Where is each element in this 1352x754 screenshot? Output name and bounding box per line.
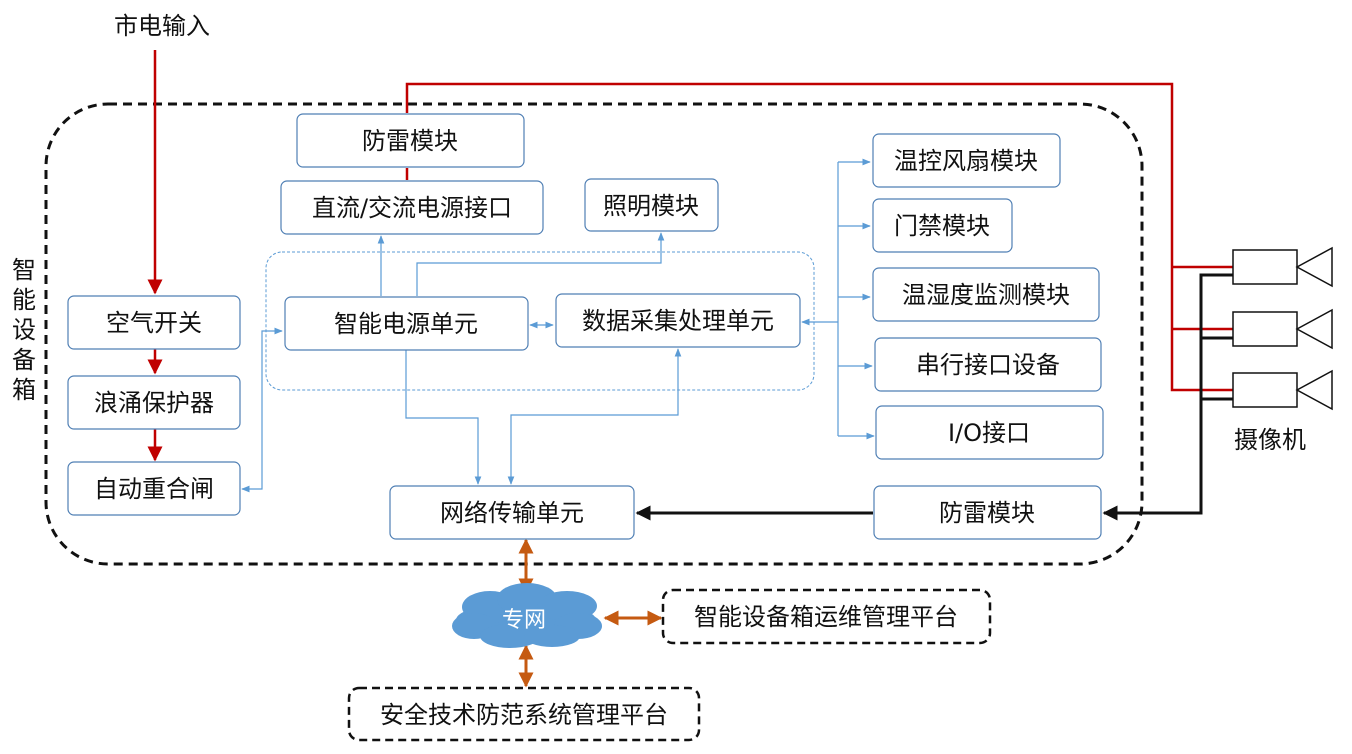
enclosure-label: 智 能 设 备 箱: [12, 256, 36, 404]
smart-enclosure-boundary: [44, 102, 1144, 566]
smart-power-label: 智能电源单元: [334, 310, 478, 338]
fan-module: 温控风扇模块: [872, 133, 1061, 188]
private-network-cloud-icon: [452, 583, 602, 648]
camera-icon: [1232, 369, 1333, 411]
data-processing-unit: 数据采集处理单元: [555, 293, 801, 348]
data-processing-label: 数据采集处理单元: [582, 307, 774, 335]
enclosure-label-char: 能: [12, 286, 36, 314]
power-data-group: [265, 251, 815, 391]
camera-label: 摄像机: [1234, 426, 1306, 454]
ops-platform-label: 智能设备箱运维管理平台: [694, 603, 958, 631]
recloser-to-power: [241, 327, 283, 493]
auto-recloser-label: 自动重合闸: [94, 475, 214, 503]
enclosure-label-char: 备: [12, 346, 36, 374]
smart-power-unit: 智能电源单元: [284, 296, 529, 351]
temp-humidity-label: 温湿度监测模块: [902, 281, 1070, 309]
security-platform: 安全技术防范系统管理平台: [347, 686, 701, 742]
serial-device-module: 串行接口设备: [874, 337, 1102, 392]
camera-signal-bus: [1102, 273, 1233, 521]
security-platform-label: 安全技术防范系统管理平台: [380, 701, 668, 729]
network-data-link: [507, 348, 682, 485]
fan-label: 温控风扇模块: [894, 147, 1038, 175]
lightning-module-top-label: 防雷模块: [362, 127, 458, 155]
lightning-module-right-label: 防雷模块: [939, 499, 1035, 527]
access-control-label: 门禁模块: [894, 212, 990, 240]
private-network-label: 专网: [502, 608, 546, 633]
network-unit: 网络传输单元: [389, 485, 635, 540]
access-control-module: 门禁模块: [872, 198, 1013, 253]
mains-input-label: 市电输入: [114, 12, 210, 40]
ops-platform: 智能设备箱运维管理平台: [661, 588, 992, 645]
lighting-label: 照明模块: [603, 192, 699, 220]
air-switch-label: 空气开关: [106, 309, 202, 337]
auto-recloser-module: 自动重合闸: [67, 461, 241, 516]
camera-icon: [1232, 308, 1333, 350]
lightning-module-top: 防雷模块: [296, 113, 525, 168]
power-to-network: [405, 350, 482, 485]
serial-device-label: 串行接口设备: [916, 351, 1060, 379]
camera-icon: [1232, 246, 1333, 288]
enclosure-label-char: 设: [12, 316, 36, 344]
lighting-module: 照明模块: [584, 178, 719, 232]
temp-humidity-module: 温湿度监测模块: [872, 267, 1100, 322]
air-switch-module: 空气开关: [67, 295, 241, 350]
dc-ac-interface-module: 直流/交流电源接口: [280, 180, 544, 235]
network-unit-label: 网络传输单元: [440, 499, 584, 527]
dc-ac-interface-label: 直流/交流电源接口: [312, 194, 512, 222]
power-to-lighting: [416, 232, 665, 296]
surge-protector-module: 浪涌保护器: [67, 375, 241, 430]
enclosure-label-char: 智: [12, 256, 36, 284]
io-interface-label: I/O接口: [948, 419, 1030, 447]
enclosure-label-char: 箱: [12, 376, 36, 404]
io-interface-module: I/O接口: [875, 405, 1104, 460]
lightning-module-right: 防雷模块: [873, 485, 1102, 540]
surge-protector-label: 浪涌保护器: [94, 389, 214, 417]
camera-power-line: [405, 82, 1233, 392]
